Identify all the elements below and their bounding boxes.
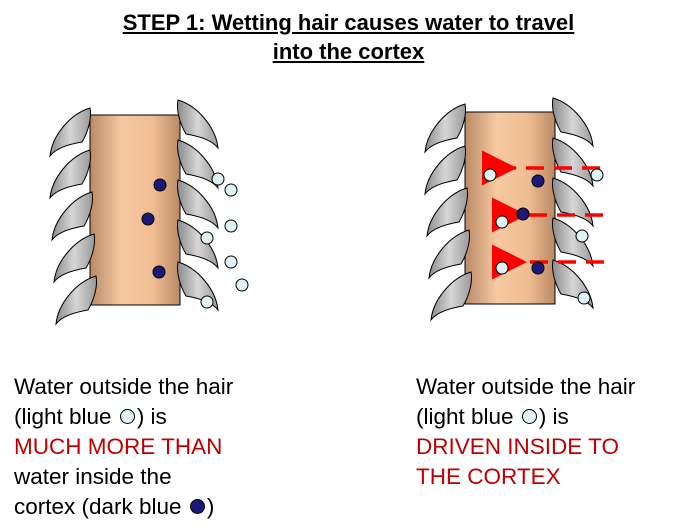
left-caption-line-4: water inside the	[14, 462, 233, 492]
light-water-dot	[591, 169, 603, 181]
light-water-dot	[225, 256, 237, 268]
right-caption: Water outside the hair (light blue ) is …	[416, 372, 635, 492]
left-caption: Water outside the hair (light blue ) is …	[14, 372, 233, 522]
dark-water-dot	[532, 175, 544, 187]
dark-blue-dot-icon	[190, 499, 205, 514]
dark-water-dot	[517, 208, 529, 220]
left-caption-line-2: (light blue ) is	[14, 402, 233, 432]
light-water-dot	[576, 230, 588, 242]
right-caption-highlight-1: DRIVEN INSIDE TO	[416, 432, 635, 462]
right-hair-shaft	[425, 98, 593, 320]
left-caption-line-1: Water outside the hair	[14, 372, 233, 402]
dark-water-dot	[142, 213, 154, 225]
left-caption-highlight: MUCH MORE THAN	[14, 432, 233, 462]
dark-water-dot	[153, 266, 165, 278]
light-water-dot	[496, 262, 508, 274]
dark-water-dot	[532, 262, 544, 274]
right-caption-line-2: (light blue ) is	[416, 402, 635, 432]
right-caption-highlight-2: THE CORTEX	[416, 462, 635, 492]
light-blue-dot-icon	[522, 409, 537, 424]
light-water-dot	[225, 184, 237, 196]
light-water-dot	[236, 279, 248, 291]
light-water-dot	[225, 220, 237, 232]
dark-water-dot	[154, 179, 166, 191]
right-caption-line-1: Water outside the hair	[416, 372, 635, 402]
light-water-dot	[484, 169, 496, 181]
left-hair-shaft	[50, 100, 218, 324]
light-water-dot	[201, 232, 213, 244]
light-water-dot	[212, 173, 224, 185]
light-water-dot	[496, 216, 508, 228]
left-caption-line-5: cortex (dark blue )	[14, 492, 233, 522]
light-water-dot	[578, 292, 590, 304]
light-blue-dot-icon	[120, 409, 135, 424]
light-water-dot	[201, 296, 213, 308]
